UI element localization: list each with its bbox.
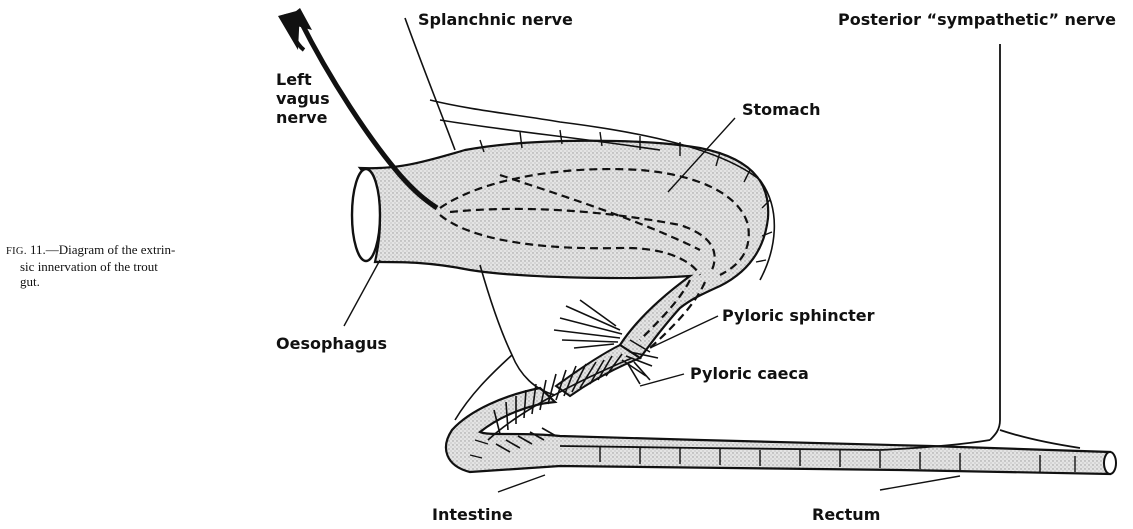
label-left-vagus-line-1: Left [276, 70, 330, 89]
label-posterior-sympathetic-nerve: Posterior “sympathetic” nerve [838, 10, 1116, 29]
figure-caption: FIG. 11.—Diagram of the extrin- sic inne… [6, 242, 266, 289]
label-splanchnic-nerve: Splanchnic nerve [418, 10, 573, 29]
label-left-vagus-line-3: nerve [276, 108, 330, 127]
caption-fig-label: FIG. [6, 246, 27, 257]
label-rectum: Rectum [812, 505, 880, 524]
label-pyloric-caeca: Pyloric caeca [690, 364, 809, 383]
oesophagus-opening [352, 169, 380, 261]
label-left-vagus-line-2: vagus [276, 89, 330, 108]
label-stomach: Stomach [742, 100, 821, 119]
caption-text-3: gut. [6, 274, 266, 289]
label-left-vagus-nerve: Left vagus nerve [276, 70, 330, 127]
stomach-body [352, 141, 768, 358]
caption-text-2: sic innervation of the trout [6, 259, 266, 274]
caption-text-1: —Diagram of the extrin- [46, 242, 176, 257]
label-pyloric-sphincter: Pyloric sphincter [722, 306, 874, 325]
caption-fig-number: 11. [30, 242, 46, 257]
caption-line-1: FIG. 11.—Diagram of the extrin- [6, 242, 266, 259]
label-intestine: Intestine [432, 505, 513, 524]
label-oesophagus: Oesophagus [276, 334, 387, 353]
